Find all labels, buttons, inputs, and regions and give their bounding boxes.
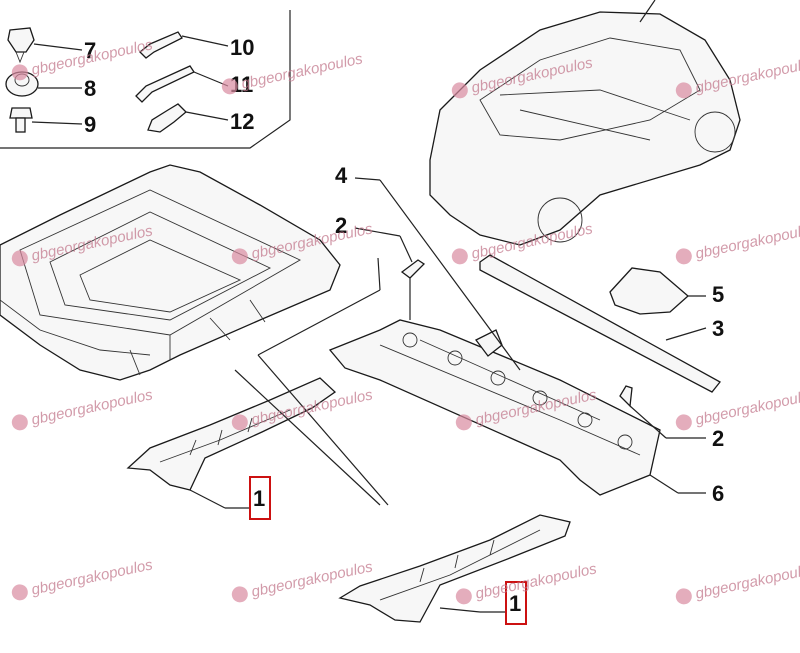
callout-8: 8 bbox=[84, 76, 96, 101]
rail-3 bbox=[479, 254, 721, 393]
callout-5: 5 bbox=[712, 282, 724, 307]
callout-7: 7 bbox=[84, 38, 96, 63]
watermark-13: gbgeorgakopoulos bbox=[11, 556, 155, 601]
callout-1-left: 1 bbox=[253, 486, 265, 511]
callout-9: 9 bbox=[84, 112, 96, 137]
rivet-10-part bbox=[139, 31, 183, 59]
svg-text:gbgeorgakopoulos: gbgeorgakopoulos bbox=[30, 386, 155, 428]
watermark-16: gbgeorgakopoulos bbox=[675, 560, 800, 605]
fasteners-inset: 7 8 9 10 11 12 bbox=[0, 10, 291, 149]
screw-9-part bbox=[9, 107, 33, 133]
rivet-12-part bbox=[147, 103, 187, 133]
highlight-box-1-left bbox=[249, 476, 271, 520]
svg-text:gbgeorgakopoulos: gbgeorgakopoulos bbox=[694, 386, 800, 428]
watermark-12: gbgeorgakopoulos bbox=[675, 386, 800, 431]
callout-4: 4 bbox=[335, 163, 348, 188]
callout-1-right: 1 bbox=[509, 591, 521, 616]
callout-3: 3 bbox=[712, 316, 724, 341]
bracket-2-upper bbox=[400, 259, 426, 320]
svg-text:gbgeorgakopoulos: gbgeorgakopoulos bbox=[240, 50, 365, 92]
leader-lines bbox=[189, 177, 707, 613]
battery-pack-drawing bbox=[0, 164, 341, 381]
clip-7-part bbox=[7, 27, 35, 64]
bracket-5 bbox=[609, 267, 689, 315]
callout-10: 10 bbox=[230, 35, 254, 60]
svg-text:gbgeorgakopoulos: gbgeorgakopoulos bbox=[474, 560, 599, 602]
svg-text:gbgeorgakopoulos: gbgeorgakopoulos bbox=[30, 556, 155, 598]
rivet-11-part bbox=[135, 65, 195, 103]
watermark-8: gbgeorgakopoulos bbox=[675, 220, 800, 265]
bracket-2-lower bbox=[619, 385, 633, 408]
callout-6: 6 bbox=[712, 481, 724, 506]
watermark-9: gbgeorgakopoulos bbox=[11, 386, 155, 431]
car-drawing bbox=[429, 0, 741, 246]
callout-2-upper: 2 bbox=[335, 213, 347, 238]
svg-text:gbgeorgakopoulos: gbgeorgakopoulos bbox=[694, 560, 800, 602]
callout-2-lower: 2 bbox=[712, 426, 724, 451]
callout-12: 12 bbox=[230, 109, 254, 134]
underbody-shield-1-left bbox=[126, 377, 337, 491]
inset-border bbox=[0, 10, 291, 149]
highlight-box-1-right bbox=[505, 581, 527, 625]
svg-text:gbgeorgakopoulos: gbgeorgakopoulos bbox=[694, 220, 800, 262]
underbody-shield-1-right bbox=[338, 514, 571, 623]
